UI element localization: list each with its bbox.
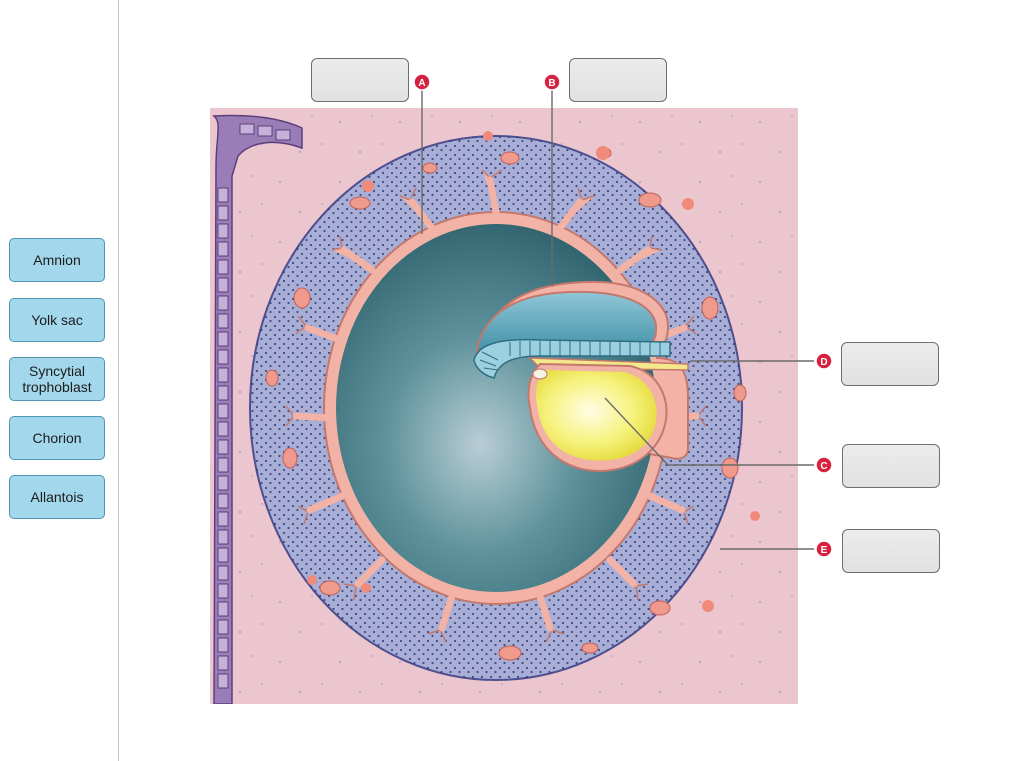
uterine-epithelium (210, 112, 304, 704)
marker-c-label: C (820, 461, 827, 472)
leader-line-c (604, 397, 814, 466)
embryonic-disc (473, 338, 671, 379)
marker-d-label: D (820, 357, 827, 368)
marker-c: C (815, 456, 833, 474)
marker-b: B (543, 73, 561, 91)
embryo-diagram (210, 108, 798, 704)
term-card-allantois[interactable]: Allantois (9, 475, 105, 519)
term-card-syncytial-trophoblast[interactable]: Syncytial trophoblast (9, 357, 105, 401)
marker-d: D (815, 352, 833, 370)
term-card-yolk-sac[interactable]: Yolk sac (9, 298, 105, 342)
drop-box-d[interactable] (841, 342, 939, 386)
marker-e-label: E (821, 545, 828, 556)
marker-b-label: B (548, 78, 555, 89)
marker-a-label: A (418, 78, 425, 89)
embryo-illustration (210, 108, 798, 704)
term-card-amnion[interactable]: Amnion (9, 238, 105, 282)
yolk-sac (527, 362, 668, 472)
marker-a: A (413, 73, 431, 91)
term-card-chorion[interactable]: Chorion (9, 416, 105, 460)
marker-e: E (815, 540, 833, 558)
sidebar-divider (118, 0, 119, 761)
drop-box-c[interactable] (842, 444, 940, 488)
drop-box-a[interactable] (311, 58, 409, 102)
outer-blood-spots (307, 131, 760, 612)
drop-box-b[interactable] (569, 58, 667, 102)
drop-box-e[interactable] (842, 529, 940, 573)
